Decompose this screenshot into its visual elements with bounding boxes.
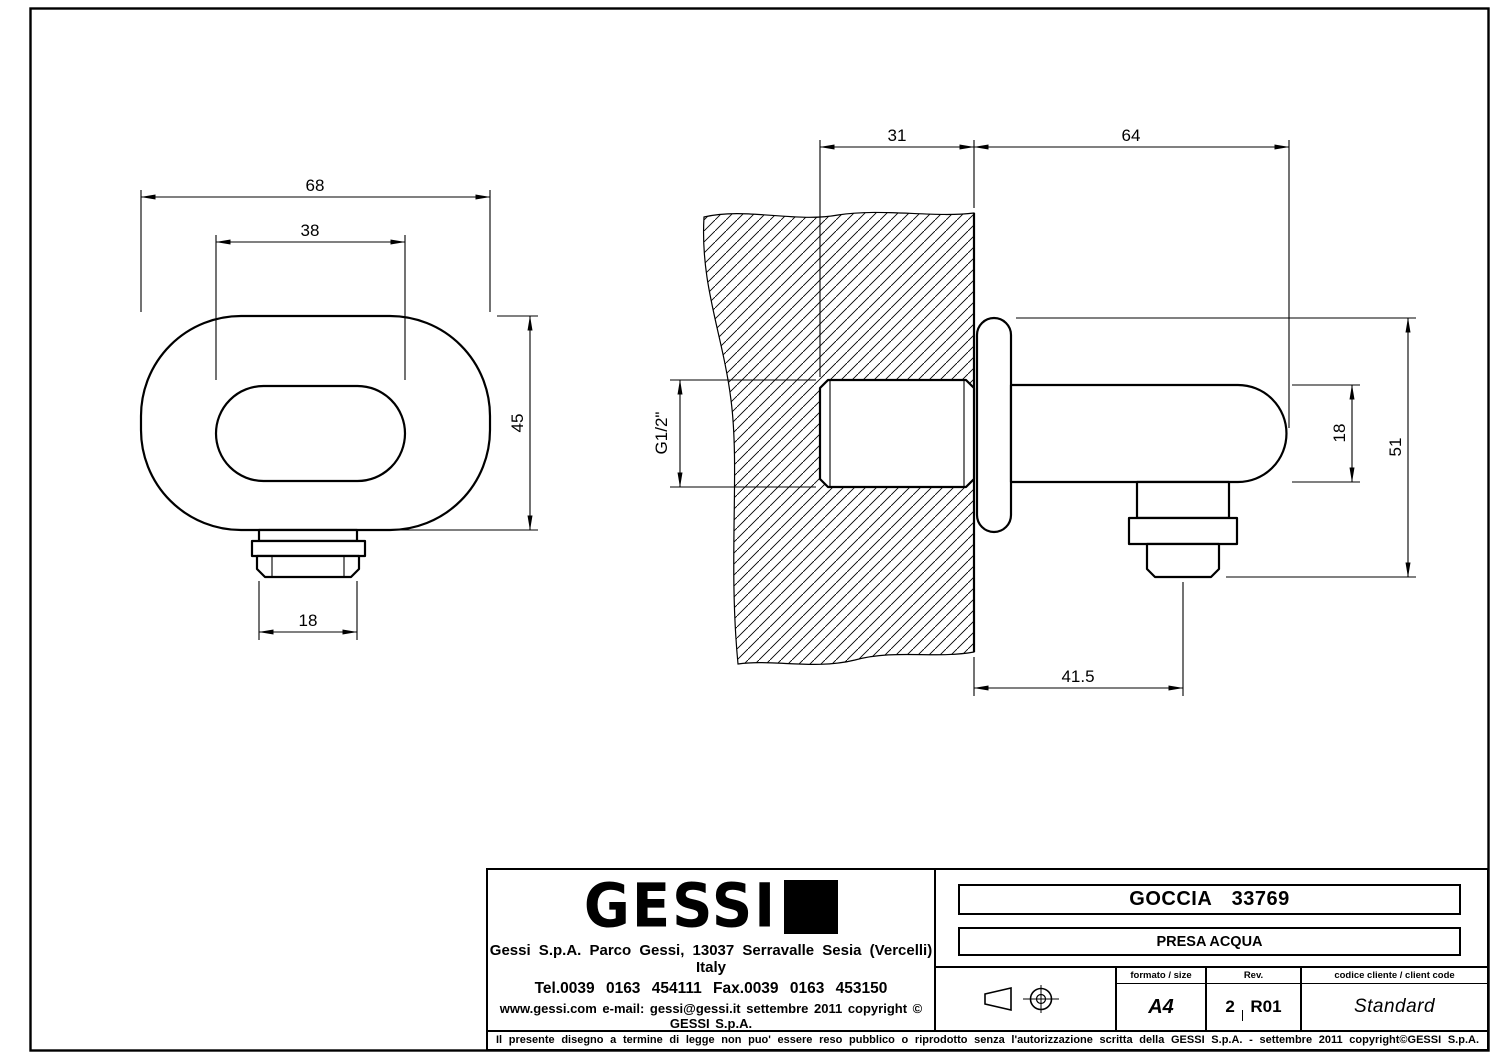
- product-code: GOCCIA 33769: [1129, 888, 1290, 910]
- outlet-flange-front: [250, 539, 367, 558]
- dim-thread: G1/2": [652, 379, 816, 488]
- escutcheon-side: [975, 316, 1013, 534]
- revision-divider: [1241, 1010, 1244, 1021]
- dim-height-label: 45: [508, 414, 527, 433]
- company-phone: Tel.0039 0163 454111 Fax.0039 0163 45315…: [534, 979, 888, 997]
- outlet-flange-side: [1127, 516, 1239, 546]
- gessi-logo-square-icon: [784, 880, 839, 934]
- dim-inner-width: 38: [215, 221, 406, 380]
- projection-symbol-cell: [936, 968, 1115, 1030]
- revision-cell: Rev. 2 R01: [1205, 968, 1300, 1030]
- company-address: Gessi S.p.A. Parco Gessi, 13037 Serraval…: [489, 942, 933, 977]
- outlet-neck-side: [1135, 480, 1231, 520]
- revision-number: 2: [1225, 997, 1235, 1016]
- client-code-cell: codice cliente / client code Standard: [1300, 968, 1487, 1030]
- title-block-bottom-row: formato / size A4 Rev. 2 R01: [936, 966, 1487, 1030]
- spout-body: [1009, 383, 1288, 484]
- dim-outlet-offset: 41.5: [973, 582, 1184, 696]
- gessi-logo: GESSI: [583, 871, 839, 942]
- dim-overall-height: 51: [1016, 317, 1416, 578]
- dim-thread-label: G1/2": [652, 412, 671, 455]
- first-angle-projection-icon: [983, 985, 1059, 1013]
- side-section-view: [702, 211, 1288, 665]
- outlet-neck-front: [257, 528, 359, 543]
- dim-outlet-offset-label: 41.5: [1061, 667, 1094, 686]
- format-cell: formato / size A4: [1115, 968, 1205, 1030]
- dim-outlet-width-label: 18: [299, 611, 318, 630]
- dim-body-diameter-label: 18: [1330, 424, 1349, 443]
- dim-outlet-width: 18: [258, 581, 358, 640]
- dim-overall-height-label: 51: [1386, 438, 1405, 457]
- dim-outer-width-label: 68: [306, 176, 325, 195]
- format-label: formato / size: [1117, 968, 1205, 984]
- dim-projection: 64: [973, 126, 1290, 428]
- outlet-nut-front: [255, 554, 361, 579]
- outlet-nut-side: [1145, 542, 1221, 579]
- gessi-logo-text: GESSI: [583, 871, 778, 942]
- front-view: [139, 314, 492, 579]
- drawing-info-panel: GOCCIA 33769 PRESA ACQUA: [936, 870, 1487, 1030]
- client-code-label: codice cliente / client code: [1302, 968, 1487, 984]
- revision-code: R01: [1250, 997, 1282, 1016]
- dim-height: 45: [372, 315, 538, 531]
- spout-front: [214, 384, 407, 483]
- dim-wall-depth-label: 31: [888, 126, 907, 145]
- product-name-box: PRESA ACQUA: [958, 927, 1461, 956]
- dimensions: 68 38 45 18: [140, 126, 1416, 696]
- client-code-value: Standard: [1353, 996, 1436, 1017]
- dim-body-diameter: 18: [1292, 384, 1360, 483]
- company-web: www.gessi.com e-mail: gessi@gessi.it set…: [499, 1001, 923, 1032]
- format-value: A4: [1148, 995, 1174, 1018]
- in-wall-fitting: [818, 378, 976, 489]
- product-code-box: GOCCIA 33769: [958, 884, 1461, 915]
- legal-strip: Il presente disegno a termine di legge n…: [488, 1030, 1487, 1049]
- dim-projection-label: 64: [1122, 126, 1141, 145]
- revision-label: Rev.: [1207, 968, 1300, 984]
- product-name: PRESA ACQUA: [1156, 933, 1263, 950]
- dim-wall-depth: 31: [819, 126, 975, 377]
- dim-inner-width-label: 38: [301, 221, 320, 240]
- dim-outer-width: 68: [140, 176, 491, 312]
- company-panel: GESSI Gessi S.p.A. Parco Gessi, 13037 Se…: [488, 870, 936, 1032]
- title-block: GESSI Gessi S.p.A. Parco Gessi, 13037 Se…: [486, 868, 1489, 1051]
